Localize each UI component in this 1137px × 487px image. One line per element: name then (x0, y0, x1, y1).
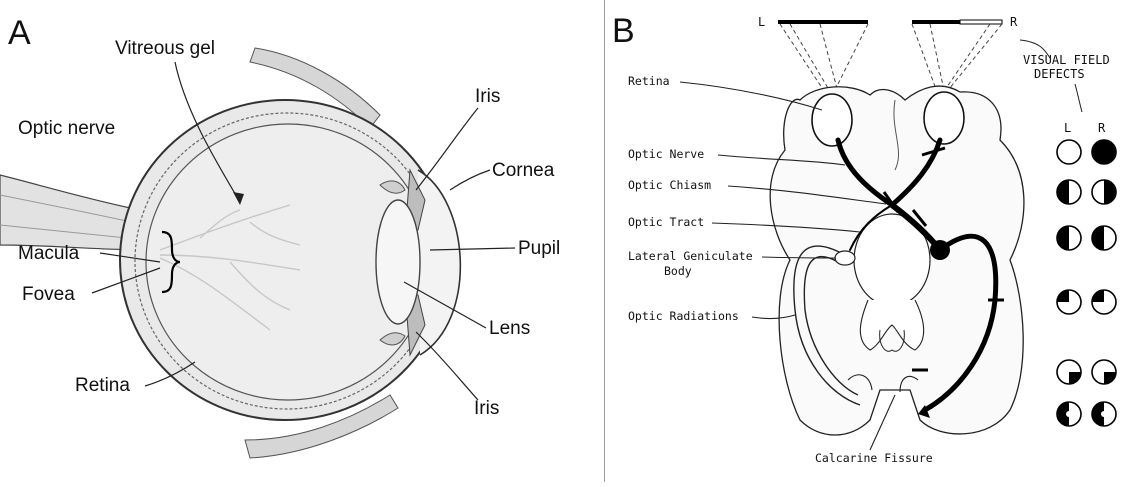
defect-circle-right-row-6 (1092, 402, 1116, 426)
label-lgb-line2: Body (664, 264, 692, 278)
defect-circle-left-row-2 (1057, 180, 1081, 204)
panel-divider (604, 0, 605, 482)
panel-a-letter: A (8, 14, 31, 52)
panel-b-letter: B (612, 12, 635, 50)
label-fovea: Fovea (22, 284, 75, 305)
field-right-letter: R (1010, 15, 1018, 29)
defect-circle-left-row-1 (1057, 140, 1081, 164)
label-cornea: Cornea (492, 160, 555, 181)
leader-iris-top (416, 108, 478, 190)
label-lgb-line1: Lateral Geniculate (628, 249, 753, 263)
label-optic-nerve: Optic nerve (18, 118, 115, 139)
field-left-letter: L (758, 15, 765, 29)
defects-col-left: L (1064, 121, 1071, 135)
label-optic-chiasm: Optic Chiasm (628, 178, 711, 192)
label-optic-nerve-b: Optic Nerve (628, 147, 704, 161)
lens (376, 200, 420, 324)
defects-title-line1: VISUAL FIELD (1023, 53, 1110, 67)
label-optic-tract: Optic Tract (628, 215, 704, 229)
defect-circle-left-row-5 (1057, 360, 1081, 384)
defect-circle-right-row-4 (1092, 290, 1116, 314)
defect-circle-right-row-3 (1092, 226, 1116, 250)
label-retina: Retina (75, 375, 130, 396)
field-bar-right-blind (960, 20, 1002, 24)
label-vitreous-gel: Vitreous gel (115, 38, 215, 59)
panel-b: B L R (612, 12, 1116, 465)
light-rays (780, 24, 1002, 100)
label-lens: Lens (489, 318, 530, 339)
label-pupil: Pupil (518, 238, 560, 259)
eye-left (812, 94, 852, 146)
defect-circles (1057, 140, 1116, 426)
defects-title-line2: DEFECTS (1034, 67, 1085, 81)
defect-circle-right-row-5 (1092, 360, 1116, 384)
leader-cornea (450, 170, 490, 190)
label-iris-top: Iris (475, 86, 500, 107)
lgb-left (835, 251, 855, 265)
label-calcarine-fissure: Calcarine Fissure (815, 451, 933, 465)
panel-a: A Vitreous gel Optic nerve Iris (0, 14, 560, 458)
label-optic-radiations: Optic Radiations (628, 309, 739, 323)
defect-circle-right-row-2 (1092, 180, 1116, 204)
defect-circle-left-row-4 (1057, 290, 1081, 314)
eye-right (924, 92, 964, 144)
label-iris-bottom: Iris (474, 398, 499, 419)
lgb-right-filled (930, 240, 950, 260)
defect-circle-left-row-6 (1057, 402, 1081, 426)
label-macula: Macula (18, 243, 80, 264)
label-retina-b: Retina (628, 74, 670, 88)
defect-circle-left-row-3 (1057, 226, 1081, 250)
defects-col-right: R (1098, 121, 1106, 135)
defect-circle-right-row-1 (1092, 140, 1116, 164)
